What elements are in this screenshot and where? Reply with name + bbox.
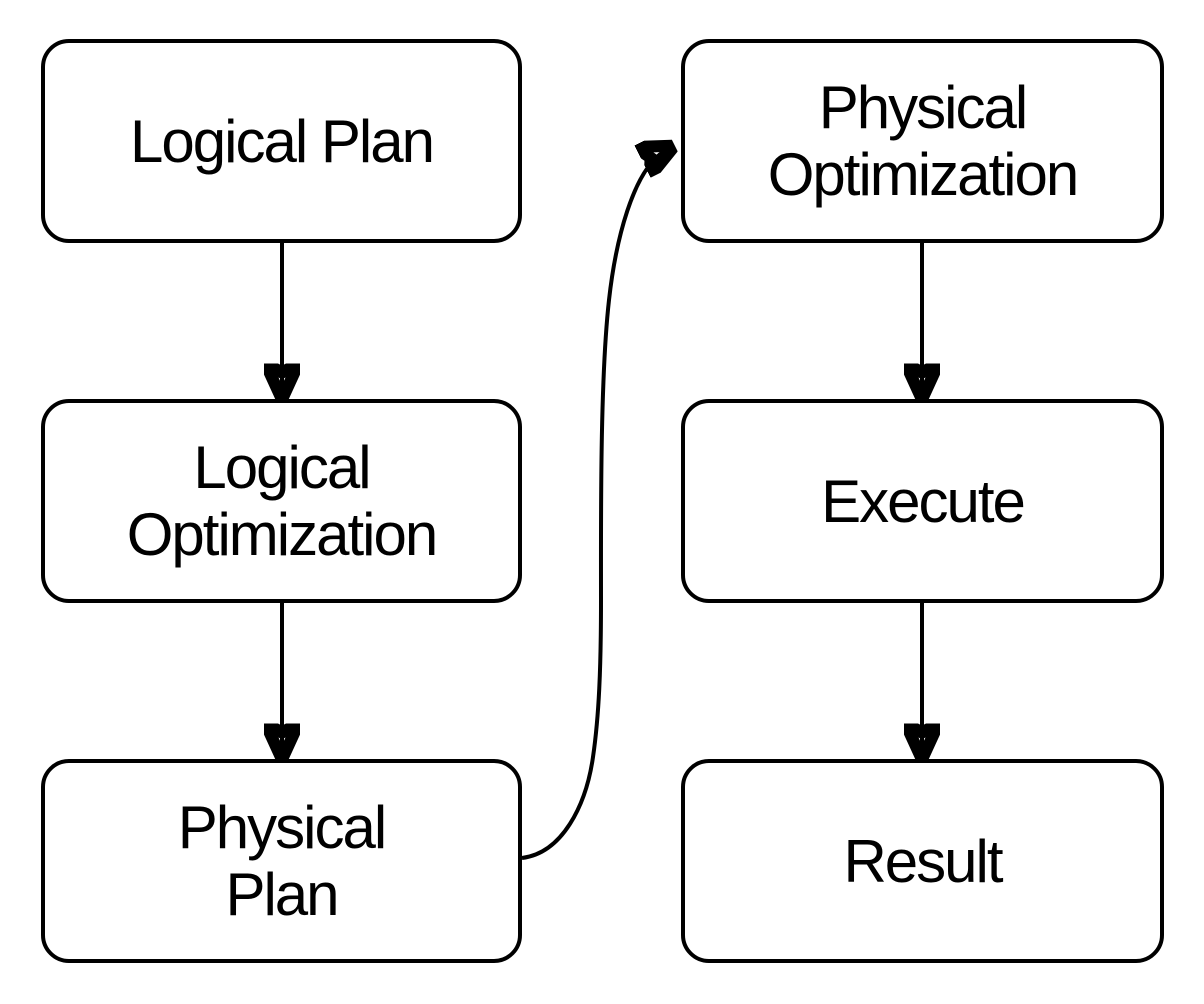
node-logical-optimization: Logical Optimization <box>41 399 522 603</box>
node-logical-plan: Logical Plan <box>41 39 522 243</box>
node-label-line: Physical <box>818 74 1028 141</box>
node-label-line: Logical <box>193 434 371 501</box>
node-label-line: Result <box>843 827 1003 895</box>
node-physical-optimization: Physical Optimization <box>681 39 1164 243</box>
node-label-line: Optimization <box>126 501 438 568</box>
node-label-line: Logical Plan <box>130 107 435 175</box>
edge-physical-plan-to-physical-optimization <box>521 149 668 860</box>
node-result: Result <box>681 759 1164 963</box>
node-physical-plan: Physical Plan <box>41 759 522 963</box>
node-execute: Execute <box>681 399 1164 603</box>
node-label-line: Physical <box>177 794 387 861</box>
node-label-line: Plan <box>225 861 339 928</box>
node-label-line: Optimization <box>767 141 1079 208</box>
node-label-line: Execute <box>821 467 1026 535</box>
